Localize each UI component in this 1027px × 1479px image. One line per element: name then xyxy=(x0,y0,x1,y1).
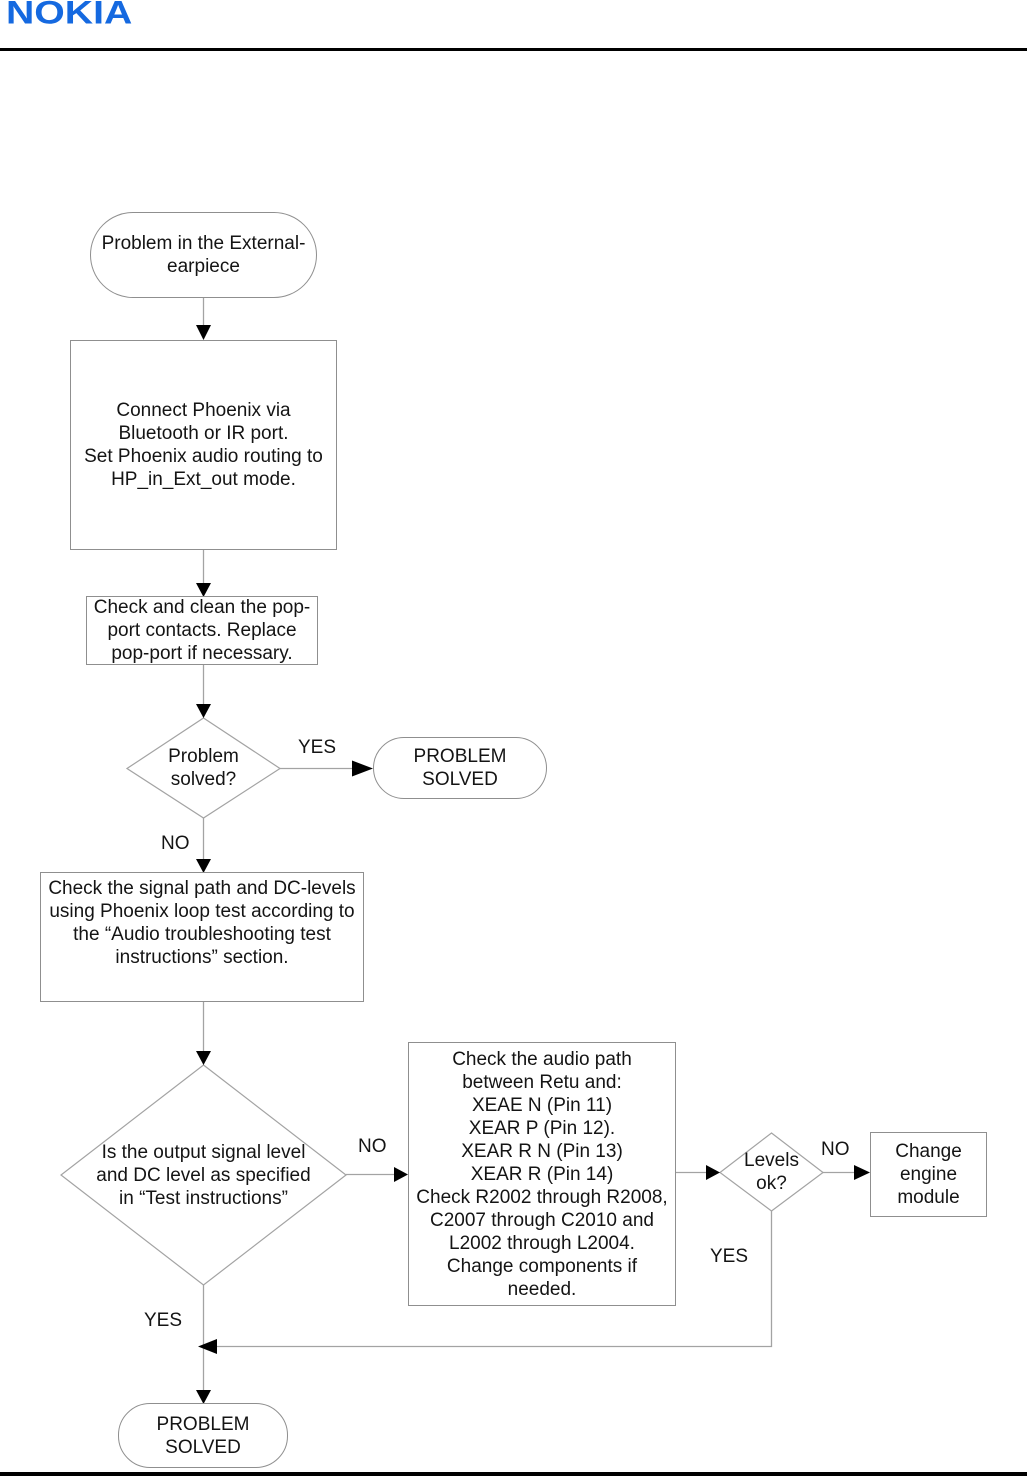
decision-diamonds xyxy=(60,717,824,1286)
arrowhead-down-icon xyxy=(196,1051,211,1065)
connect-phoenix-step: Connect Phoenix via Bluetooth or IR port… xyxy=(70,340,337,550)
arrowhead-down-icon xyxy=(196,583,211,597)
arrowhead-right-icon xyxy=(394,1167,408,1182)
edge-label-no: NO xyxy=(821,1139,850,1160)
clean-popport-step: Check and clean the pop- port contacts. … xyxy=(86,596,318,665)
problem-solved-terminator-bottom: PROBLEM SOLVED xyxy=(118,1403,288,1468)
edge-label-yes: YES xyxy=(144,1310,183,1331)
arrowhead-down-icon xyxy=(196,325,211,340)
header-rule xyxy=(0,48,1027,51)
problem-solved-diamond-shape xyxy=(125,717,282,819)
levels-ok-decision-label: Levels ok? xyxy=(744,1150,799,1194)
output-level-decision-label: Is the output signal level and DC level … xyxy=(96,1142,311,1209)
arrowhead-right-icon xyxy=(854,1165,870,1180)
arrowhead-right-icon xyxy=(706,1165,720,1180)
arrowhead-left-icon xyxy=(198,1339,217,1354)
edge-label-no: NO xyxy=(161,833,190,854)
arrowhead-right-icon xyxy=(352,760,373,777)
problem-solved-decision-label: Problem solved? xyxy=(168,746,239,790)
nokia-logo: NOKIA xyxy=(6,0,133,31)
check-audio-path-step: Check the audio path between Retu and: X… xyxy=(408,1042,676,1306)
footer-rule xyxy=(0,1472,1027,1476)
arrowheads xyxy=(196,325,870,1404)
problem-solved-terminator-right: PROBLEM SOLVED xyxy=(373,737,547,799)
change-engine-module-step: Change engine module xyxy=(870,1132,987,1217)
start-terminator: Problem in the External- earpiece xyxy=(90,212,317,298)
connector-lines xyxy=(202,298,855,1392)
levels-ok-diamond-shape xyxy=(719,1132,824,1212)
arrowhead-down-icon xyxy=(196,859,211,873)
output-level-diamond-shape xyxy=(60,1064,347,1286)
arrowhead-down-icon xyxy=(196,1390,211,1404)
edge-label-no: NO xyxy=(358,1136,387,1157)
edge-label-yes: YES xyxy=(710,1246,749,1267)
connector-diamond3-yes-return xyxy=(216,1211,773,1348)
check-signal-path-step: Check the signal path and DC-levels usin… xyxy=(40,872,364,1002)
arrowhead-down-icon xyxy=(196,704,211,718)
edge-label-yes: YES xyxy=(298,737,337,758)
